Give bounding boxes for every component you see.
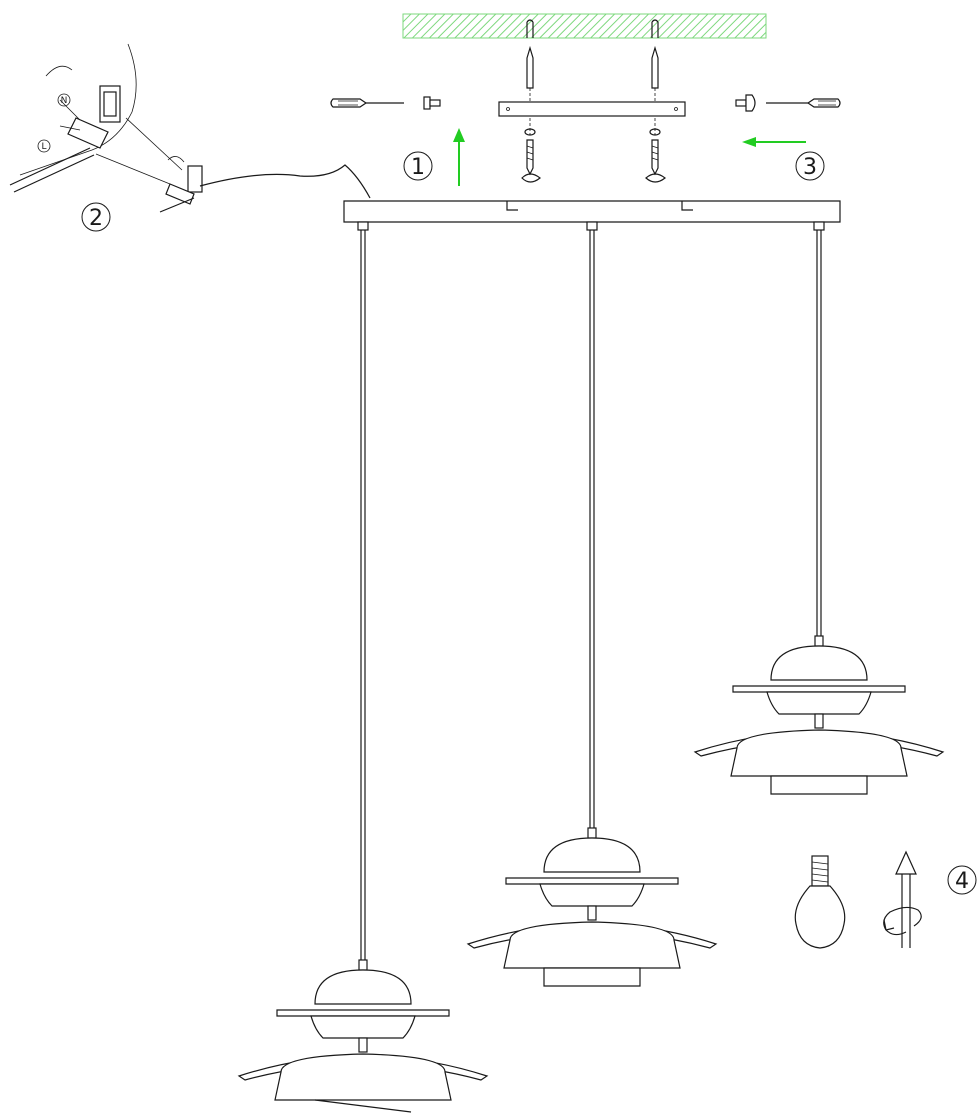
svg-text:N: N [61, 96, 68, 106]
screwdriver-icon [735, 94, 841, 112]
pendant-shade-left [237, 959, 489, 1113]
screw-icon [521, 128, 541, 183]
rotate-icon [883, 850, 922, 948]
svg-text:1: 1 [411, 155, 425, 180]
step-marker-1: 1 [403, 151, 433, 181]
up-arrow-icon [453, 128, 465, 186]
mounting-bracket [498, 101, 686, 117]
ceiling [402, 13, 767, 39]
step-marker-3: 3 [795, 151, 825, 181]
left-arrow-icon [742, 137, 806, 147]
screwdriver-icon [330, 96, 441, 110]
ceiling-hooks [526, 19, 659, 135]
svg-text:4: 4 [955, 869, 969, 894]
screw-icon [645, 128, 666, 183]
pendant-shade-middle [466, 827, 718, 987]
step-marker-4: 4 [947, 865, 977, 895]
step-marker-2: 2 [81, 202, 111, 232]
bulb-icon [794, 855, 846, 949]
svg-text:2: 2 [89, 206, 103, 231]
wiring-detail: N L [9, 43, 371, 213]
svg-text:3: 3 [803, 155, 817, 180]
svg-text:L: L [41, 142, 46, 152]
canopy-rail [343, 200, 841, 231]
pendant-shade-right [693, 635, 945, 795]
pendant-cords [360, 230, 822, 960]
